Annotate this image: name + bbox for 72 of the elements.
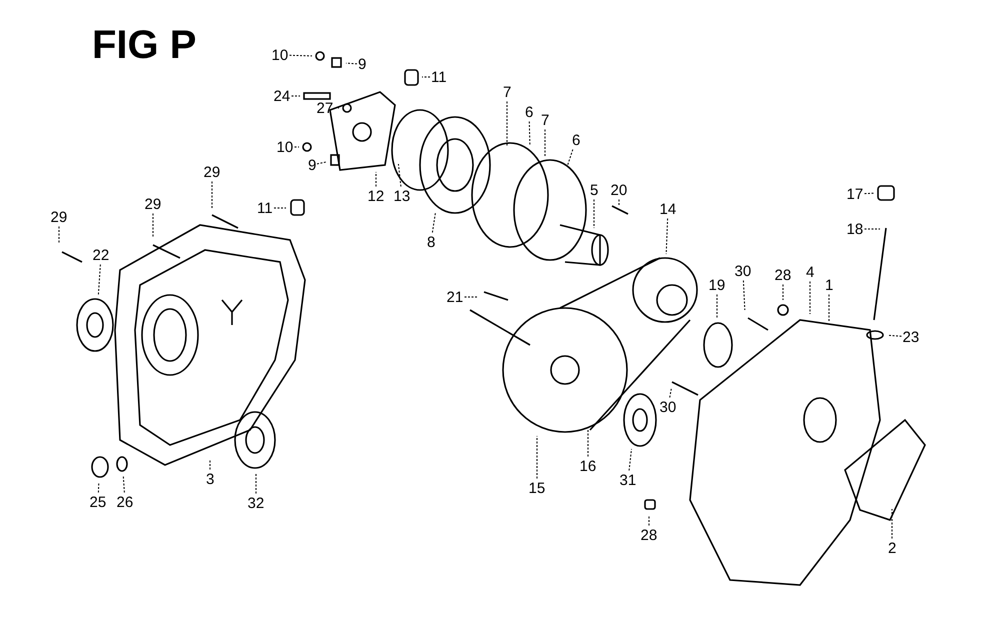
leader-line bbox=[98, 264, 101, 296]
callout-number: 13 bbox=[394, 188, 410, 204]
leader-line bbox=[528, 121, 530, 146]
callout-number: 4 bbox=[806, 264, 814, 280]
leader-line bbox=[628, 448, 632, 471]
leader-line bbox=[666, 218, 668, 254]
callout-number: 9 bbox=[358, 56, 366, 72]
leader-line bbox=[828, 294, 830, 322]
leader-line bbox=[864, 228, 880, 230]
callout-number: 26 bbox=[116, 494, 134, 510]
callout-number: 18 bbox=[846, 220, 864, 238]
callout-number: 29 bbox=[204, 164, 220, 180]
callout-number: 5 bbox=[590, 182, 598, 198]
callout-number: 9 bbox=[308, 156, 316, 174]
callout-number: 16 bbox=[580, 458, 596, 474]
callout-number: 15 bbox=[528, 480, 546, 496]
callout-number: 1 bbox=[825, 276, 834, 294]
leader-line bbox=[742, 280, 746, 310]
leader-line bbox=[648, 514, 650, 526]
callout-number: 31 bbox=[620, 472, 636, 488]
callout-number: 21 bbox=[446, 288, 464, 306]
leader-line bbox=[98, 482, 100, 493]
callout-number: 28 bbox=[774, 266, 792, 284]
callout-number: 29 bbox=[144, 196, 162, 212]
leader-line bbox=[289, 54, 312, 56]
leader-line bbox=[294, 146, 300, 148]
leader-line bbox=[122, 476, 125, 493]
leader-line bbox=[346, 62, 358, 64]
callout-number: 30 bbox=[660, 398, 676, 416]
callout-number: 23 bbox=[902, 328, 920, 346]
leader-line bbox=[316, 161, 328, 164]
callout-number: 7 bbox=[503, 84, 512, 100]
leader-line bbox=[864, 192, 874, 194]
leader-line bbox=[716, 294, 718, 318]
callout-number: 17 bbox=[846, 186, 864, 202]
leader-line bbox=[464, 296, 478, 298]
figure-title: FIG P bbox=[92, 22, 196, 68]
callout-number: 27 bbox=[316, 100, 334, 116]
callout-number: 3 bbox=[206, 470, 214, 488]
leader-line bbox=[888, 334, 902, 337]
leader-line bbox=[398, 164, 402, 187]
callout-number: 7 bbox=[541, 112, 550, 128]
callout-number: 10 bbox=[272, 46, 288, 64]
leader-line bbox=[432, 212, 436, 233]
callout-number: 12 bbox=[368, 188, 384, 204]
callout-number: 30 bbox=[734, 262, 752, 280]
callout-number: 11 bbox=[257, 200, 273, 216]
callout-number: 10 bbox=[276, 138, 294, 156]
callout-number: 6 bbox=[572, 132, 580, 148]
leader-line bbox=[536, 436, 538, 479]
leader-line bbox=[506, 101, 508, 146]
leader-line bbox=[618, 199, 620, 206]
callout-number: 2 bbox=[888, 540, 896, 556]
leader-line bbox=[782, 284, 784, 300]
callout-number: 25 bbox=[90, 494, 106, 510]
leader-line bbox=[544, 129, 546, 156]
callout-number: 28 bbox=[640, 526, 658, 544]
callout-number: 8 bbox=[427, 234, 436, 250]
leader-line bbox=[566, 149, 574, 167]
callout-number: 32 bbox=[248, 494, 264, 512]
leader-line bbox=[152, 213, 154, 238]
callout-number: 24 bbox=[274, 88, 290, 104]
leader-line bbox=[58, 226, 60, 244]
callout-number: 6 bbox=[525, 104, 534, 120]
callout-number: 14 bbox=[660, 200, 676, 218]
callout-number: 19 bbox=[708, 276, 726, 294]
callout-number: 20 bbox=[610, 182, 628, 198]
leader-line bbox=[422, 76, 430, 78]
callout-number: 22 bbox=[92, 246, 110, 264]
callout-number: 29 bbox=[50, 208, 68, 226]
callout-number: 11 bbox=[431, 68, 447, 86]
leader-line bbox=[669, 388, 672, 398]
